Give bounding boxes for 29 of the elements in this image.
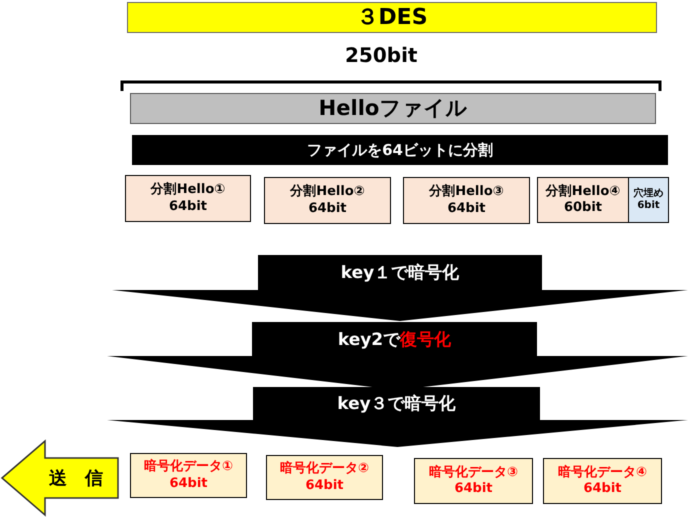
file-bar [130,93,656,124]
block-label: 分割Hello④ 60bit [544,184,622,216]
block-label: Helloファイル [318,95,468,122]
data-block [537,177,629,223]
block-label: ファイルを64ビットに分割 [306,140,494,160]
cipher-block [266,455,383,500]
cipher-block [414,458,533,504]
chevron-label: key１で暗号化 [340,262,460,284]
block-label: 分割Hello③ 64bit [428,184,505,217]
block-label: 暗号化データ③ 64bit [428,464,519,498]
block-label: 暗号化データ④ 64bit [556,464,648,498]
arrow-label: 送 信 [49,467,103,490]
block-label: 分割Hello① 64bit [149,182,226,215]
size-label: 250bit [345,43,418,67]
data-block [125,175,251,222]
padding-block [628,177,669,223]
data-block [403,177,530,224]
banner [127,2,657,33]
block-label: 暗号化データ① 64bit [142,459,234,492]
cipher-block [130,453,247,498]
block-label: 穴埋め 6bit [632,188,664,212]
chevron-label: key2で復号化 [338,328,452,350]
data-block [264,177,391,224]
instruction-bar [132,135,668,165]
block-label: ３DES [355,4,429,32]
block-label: 分割Hello② 64bit [288,184,366,217]
cipher-block [543,458,662,504]
chevron-label: key３で暗号化 [337,393,456,415]
block-label: 暗号化データ② 64bit [278,461,370,494]
